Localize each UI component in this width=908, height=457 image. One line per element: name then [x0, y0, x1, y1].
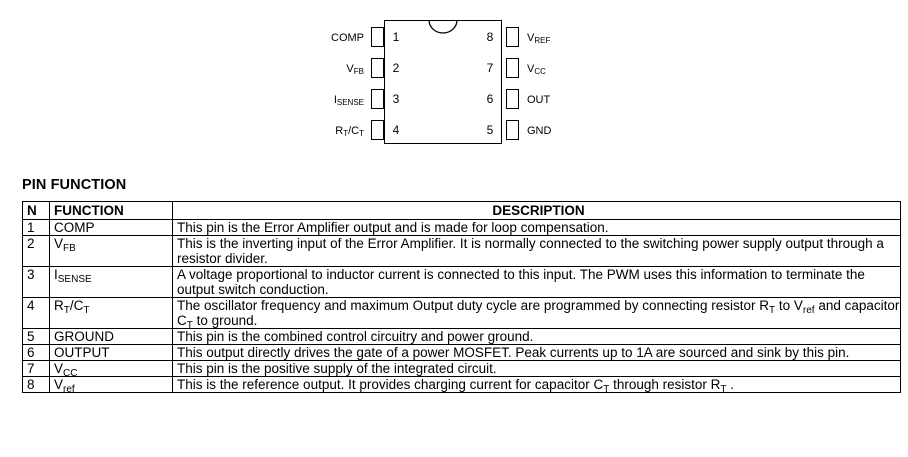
description-cell: A voltage proportional to inductor curre…: [172, 266, 901, 298]
table-row: 6 OUTPUT This output directly drives the…: [22, 344, 901, 361]
pin-number: 6: [486, 92, 494, 106]
pin-number-cell: 3: [22, 266, 50, 298]
pin-7-lead: [506, 58, 519, 78]
function-cell: OUTPUT: [49, 344, 173, 361]
pin-function-table: N FUNCTION DESCRIPTION 1 COMP This pin i…: [22, 201, 901, 395]
pin-number-cell: 6: [22, 344, 50, 361]
table-row: 8 Vref This is the reference output. It …: [22, 376, 901, 395]
function-cell: Vref: [49, 376, 173, 395]
pin-number-cell: 7: [22, 360, 50, 377]
pin-number: 7: [486, 61, 494, 75]
section-title: PIN FUNCTION: [22, 177, 127, 193]
pin-number-cell: 5: [22, 328, 50, 345]
pin-label-gnd: GND: [527, 125, 552, 137]
pin-number-cell: 1: [22, 219, 50, 236]
ic-package-body: [384, 19, 502, 144]
table-row: 4 RT/CT The oscillator frequency and max…: [22, 297, 901, 331]
pin-1-lead: [371, 27, 384, 47]
pin-label-rt-ct: RT/CT: [335, 125, 364, 138]
pin-label-vfb: VFB: [346, 63, 364, 76]
function-cell: VCC: [49, 360, 173, 379]
column-header-description: DESCRIPTION: [172, 201, 901, 220]
pin-label-vcc: VCC: [527, 63, 546, 76]
function-cell: RT/CT: [49, 297, 173, 329]
pin-2-lead: [371, 58, 384, 78]
description-cell: This is the inverting input of the Error…: [172, 235, 901, 267]
table-row: 3 ISENSE A voltage proportional to induc…: [22, 266, 901, 298]
table-header-row: N FUNCTION DESCRIPTION: [22, 201, 901, 220]
pin-number: 4: [392, 123, 400, 137]
description-cell: This pin is the positive supply of the i…: [172, 360, 901, 377]
pin-8-lead: [506, 27, 519, 47]
pin-number: 2: [392, 61, 400, 75]
pin-label-vref: VREF: [527, 32, 551, 45]
description-cell: This is the reference output. It provide…: [172, 376, 901, 395]
description-cell: This pin is the combined control circuit…: [172, 328, 901, 345]
pin-number: 5: [486, 123, 494, 137]
ic-pinout-diagram: 1 2 3 4 8 7 6 5 COMP VFB ISENSE RT/CT VR…: [0, 0, 908, 160]
pin-label-isense: ISENSE: [333, 94, 364, 107]
column-header-function: FUNCTION: [49, 201, 173, 220]
pin-label-out: OUT: [527, 94, 551, 106]
description-cell: This pin is the Error Amplifier output a…: [172, 219, 901, 236]
pin1-notch-icon: [428, 19, 458, 34]
table-row: 2 VFB This is the inverting input of the…: [22, 235, 901, 267]
pin-number: 1: [392, 30, 400, 44]
table-row: 7 VCC This pin is the positive supply of…: [22, 360, 901, 379]
pin-5-lead: [506, 120, 519, 140]
pin-3-lead: [371, 89, 384, 109]
pin-number: 3: [392, 92, 400, 106]
function-cell: ISENSE: [49, 266, 173, 298]
pin-number: 8: [486, 30, 494, 44]
function-cell: VFB: [49, 235, 173, 267]
pin-number-cell: 2: [22, 235, 50, 267]
description-cell: The oscillator frequency and maximum Out…: [172, 297, 901, 331]
pin-4-lead: [371, 120, 384, 140]
description-cell: This output directly drives the gate of …: [172, 344, 901, 361]
function-cell: COMP: [49, 219, 173, 236]
column-header-n: N: [22, 201, 50, 220]
pin-6-lead: [506, 89, 519, 109]
pin-number-cell: 4: [22, 297, 50, 329]
pin-number-cell: 8: [22, 376, 50, 393]
table-row: 5 GROUND This pin is the combined contro…: [22, 328, 901, 345]
table-row: 1 COMP This pin is the Error Amplifier o…: [22, 219, 901, 236]
function-cell: GROUND: [49, 328, 173, 345]
pin-label-comp: COMP: [331, 32, 364, 44]
